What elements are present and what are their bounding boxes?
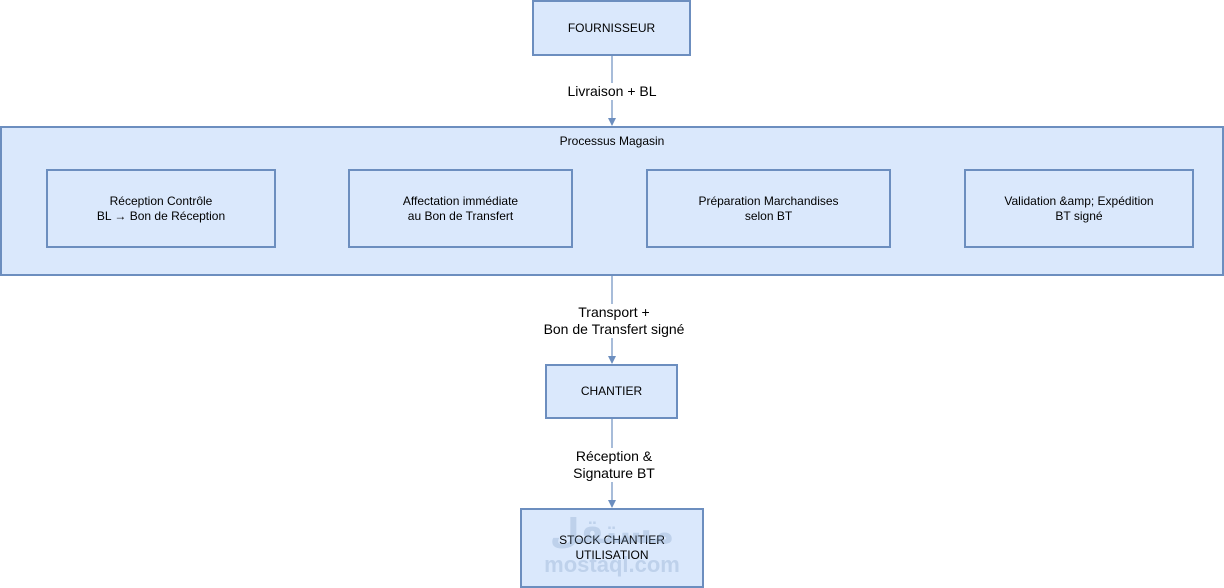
fournisseur-label: FOURNISSEUR bbox=[567, 20, 656, 35]
step-3-line-2: selon BT bbox=[744, 208, 793, 223]
step-4-line-2: BT signé bbox=[1055, 208, 1103, 223]
step-4-line-1: Validation &amp; Expédition bbox=[1004, 193, 1154, 208]
edge-label-transport-line-1: Transport + bbox=[578, 304, 650, 320]
step-preparation[interactable]: Préparation Marchandises selon BT bbox=[646, 169, 891, 248]
edge-label-transport: Transport + Bon de Transfert signé bbox=[532, 304, 696, 338]
edge-label-reception-line-1: Réception & bbox=[575, 448, 653, 464]
step-reception-controle[interactable]: Réception Contrôle BL → Bon de Réception bbox=[46, 169, 276, 248]
container-title: Processus Magasin bbox=[559, 134, 665, 148]
chantier-label: CHANTIER bbox=[580, 384, 643, 398]
stock-line-2: UTILISATION bbox=[575, 548, 649, 562]
chantier-node[interactable]: CHANTIER bbox=[545, 364, 678, 419]
edge-label-reception-line-2: Signature BT bbox=[573, 465, 655, 481]
fournisseur-node[interactable]: FOURNISSEUR bbox=[532, 0, 691, 56]
step-validation[interactable]: Validation &amp; Expédition BT signé bbox=[964, 169, 1194, 248]
edge-label-transport-line-2: Bon de Transfert signé bbox=[543, 321, 685, 337]
step-2-line-2: au Bon de Transfert bbox=[407, 208, 514, 223]
step-3-line-1: Préparation Marchandises bbox=[698, 193, 839, 208]
stock-chantier-node[interactable]: STOCK CHANTIER UTILISATION bbox=[520, 508, 704, 588]
step-1-line-2: BL → Bon de Réception bbox=[96, 208, 226, 223]
edge-label-livraison-line: Livraison + BL bbox=[567, 83, 657, 99]
edge-label-reception: Réception & Signature BT bbox=[556, 448, 672, 482]
stock-line-1: STOCK CHANTIER bbox=[559, 533, 665, 547]
step-2-line-1: Affectation immédiate bbox=[402, 193, 519, 208]
edge-label-livraison: Livraison + BL bbox=[552, 83, 672, 100]
step-affectation[interactable]: Affectation immédiate au Bon de Transfer… bbox=[348, 169, 573, 248]
step-1-line-1: Réception Contrôle bbox=[109, 193, 213, 208]
